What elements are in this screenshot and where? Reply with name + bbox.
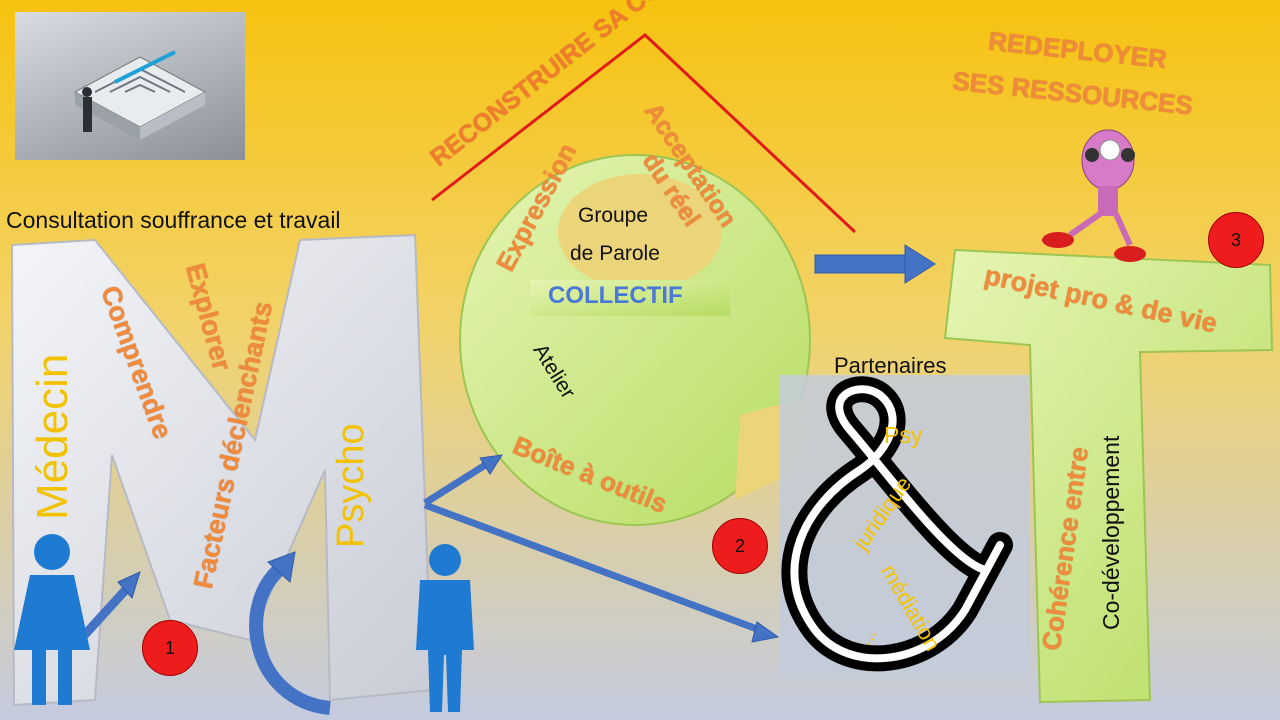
step-badge-3: 3 xyxy=(1208,212,1264,268)
flow-arrows xyxy=(76,244,936,715)
female-person-icon xyxy=(14,534,90,705)
consultation-title: Consultation souffrance et travail xyxy=(6,207,341,233)
partner-psy: Psy xyxy=(884,422,923,448)
letter-t-shape xyxy=(943,248,1274,704)
label-psycho: Psycho xyxy=(330,423,372,548)
partners-title: Partenaires xyxy=(834,353,947,378)
label-de-parole: de Parole xyxy=(570,242,660,265)
roof-lines xyxy=(431,33,857,234)
label-medecin: Médecin xyxy=(28,353,77,520)
label-codev: Co-développement xyxy=(1098,435,1124,630)
letter-m-shape xyxy=(10,233,434,707)
step-badge-1: 1 xyxy=(142,620,198,676)
label-collectif: COLLECTIF xyxy=(548,282,683,309)
label-groupe: Groupe xyxy=(578,204,649,227)
step-badge-2: 2 xyxy=(712,518,768,574)
robot-character-icon xyxy=(1042,129,1146,262)
male-person-icon xyxy=(416,544,474,712)
ampersand-inner xyxy=(790,385,1004,663)
maze-image xyxy=(15,12,245,160)
